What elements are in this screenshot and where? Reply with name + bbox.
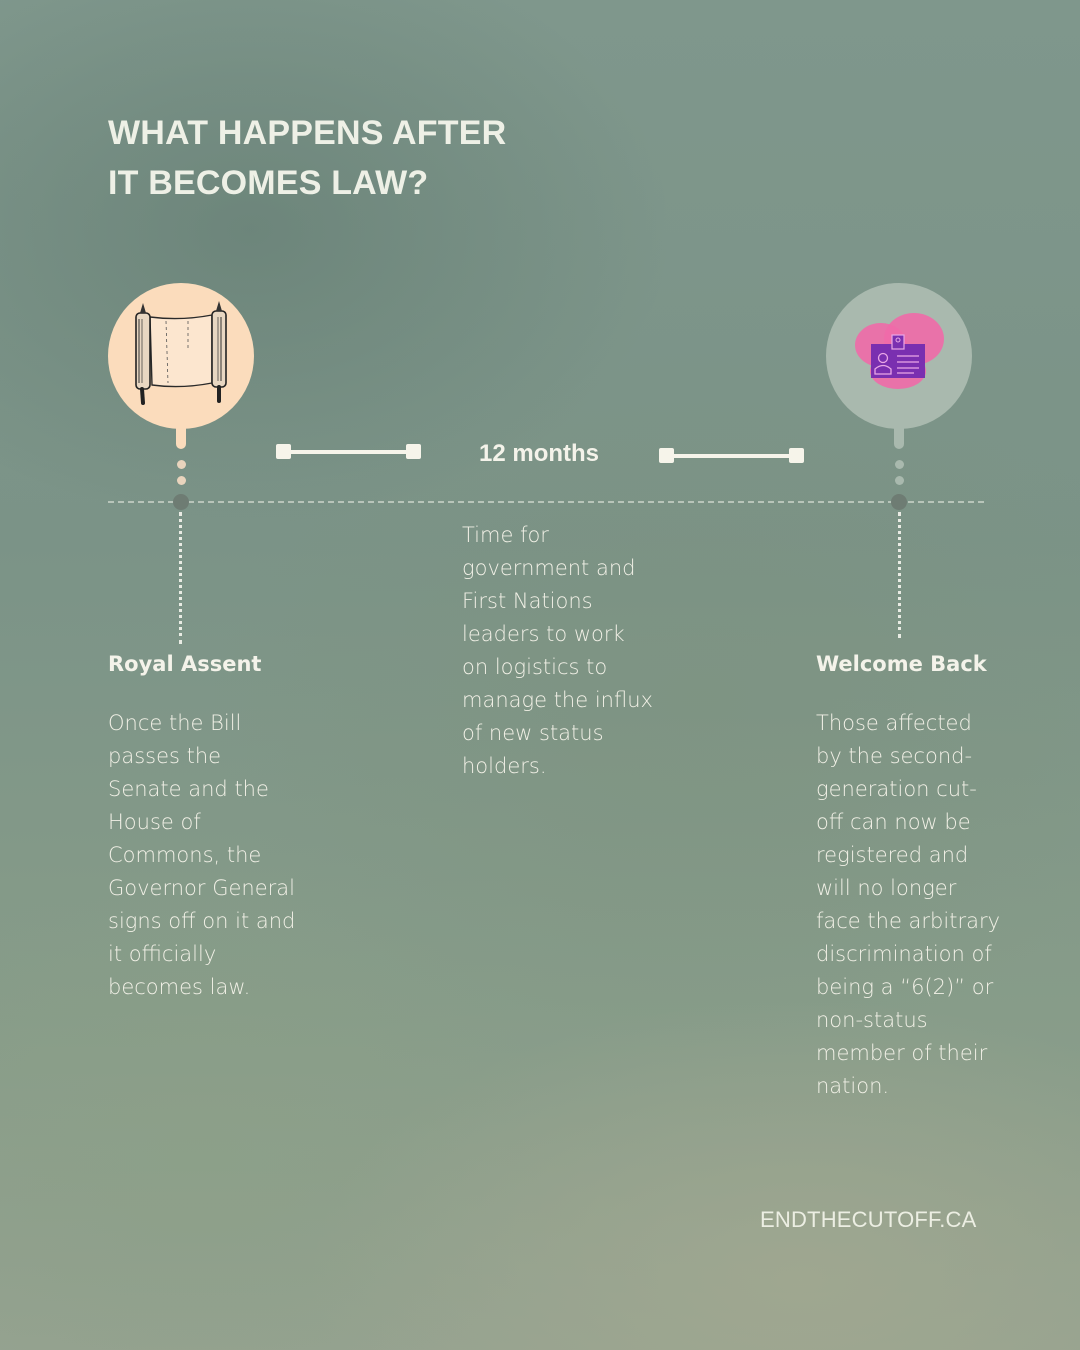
royal-assent-bubble [108,283,254,429]
bar-cap [406,444,421,459]
dotted-connector [179,512,182,644]
timeline-node-welcome-back [891,494,907,510]
bubble-drip [894,425,904,449]
duration-bar-left [276,444,421,459]
page-title: WHAT HAPPENS AFTER IT BECOMES LAW? [108,108,506,208]
bar-cap [789,448,804,463]
id-card-icon [855,313,944,389]
connector-dot [895,460,904,469]
welcome-back-bubble [826,283,972,429]
connector-dot [177,460,186,469]
welcome-back-heading: Welcome Back [816,652,987,676]
bar-cap [276,444,291,459]
website-link[interactable]: ENDTHECUTOFF.CA [760,1207,977,1232]
bubble-drip [176,425,186,449]
duration-description: Time for government and First Nations le… [462,523,653,778]
royal-assent-body: Once the Bill passes the Senate and the … [108,711,296,999]
royal-assent-heading: Royal Assent [108,652,262,676]
timeline-axis [108,501,984,503]
connector-dot [177,476,186,485]
duration-bar-right [659,448,804,463]
scroll-icon [135,301,227,405]
bar-cap [659,448,674,463]
duration-label: 12 months [479,440,600,467]
title-line-2: IT BECOMES LAW? [108,164,429,202]
dotted-connector [898,512,901,638]
timeline-node-royal-assent [173,494,189,510]
welcome-back-body: Those affected by the second- generation… [816,711,1001,1098]
title-line-1: WHAT HAPPENS AFTER [108,114,507,152]
connector-dot [895,476,904,485]
